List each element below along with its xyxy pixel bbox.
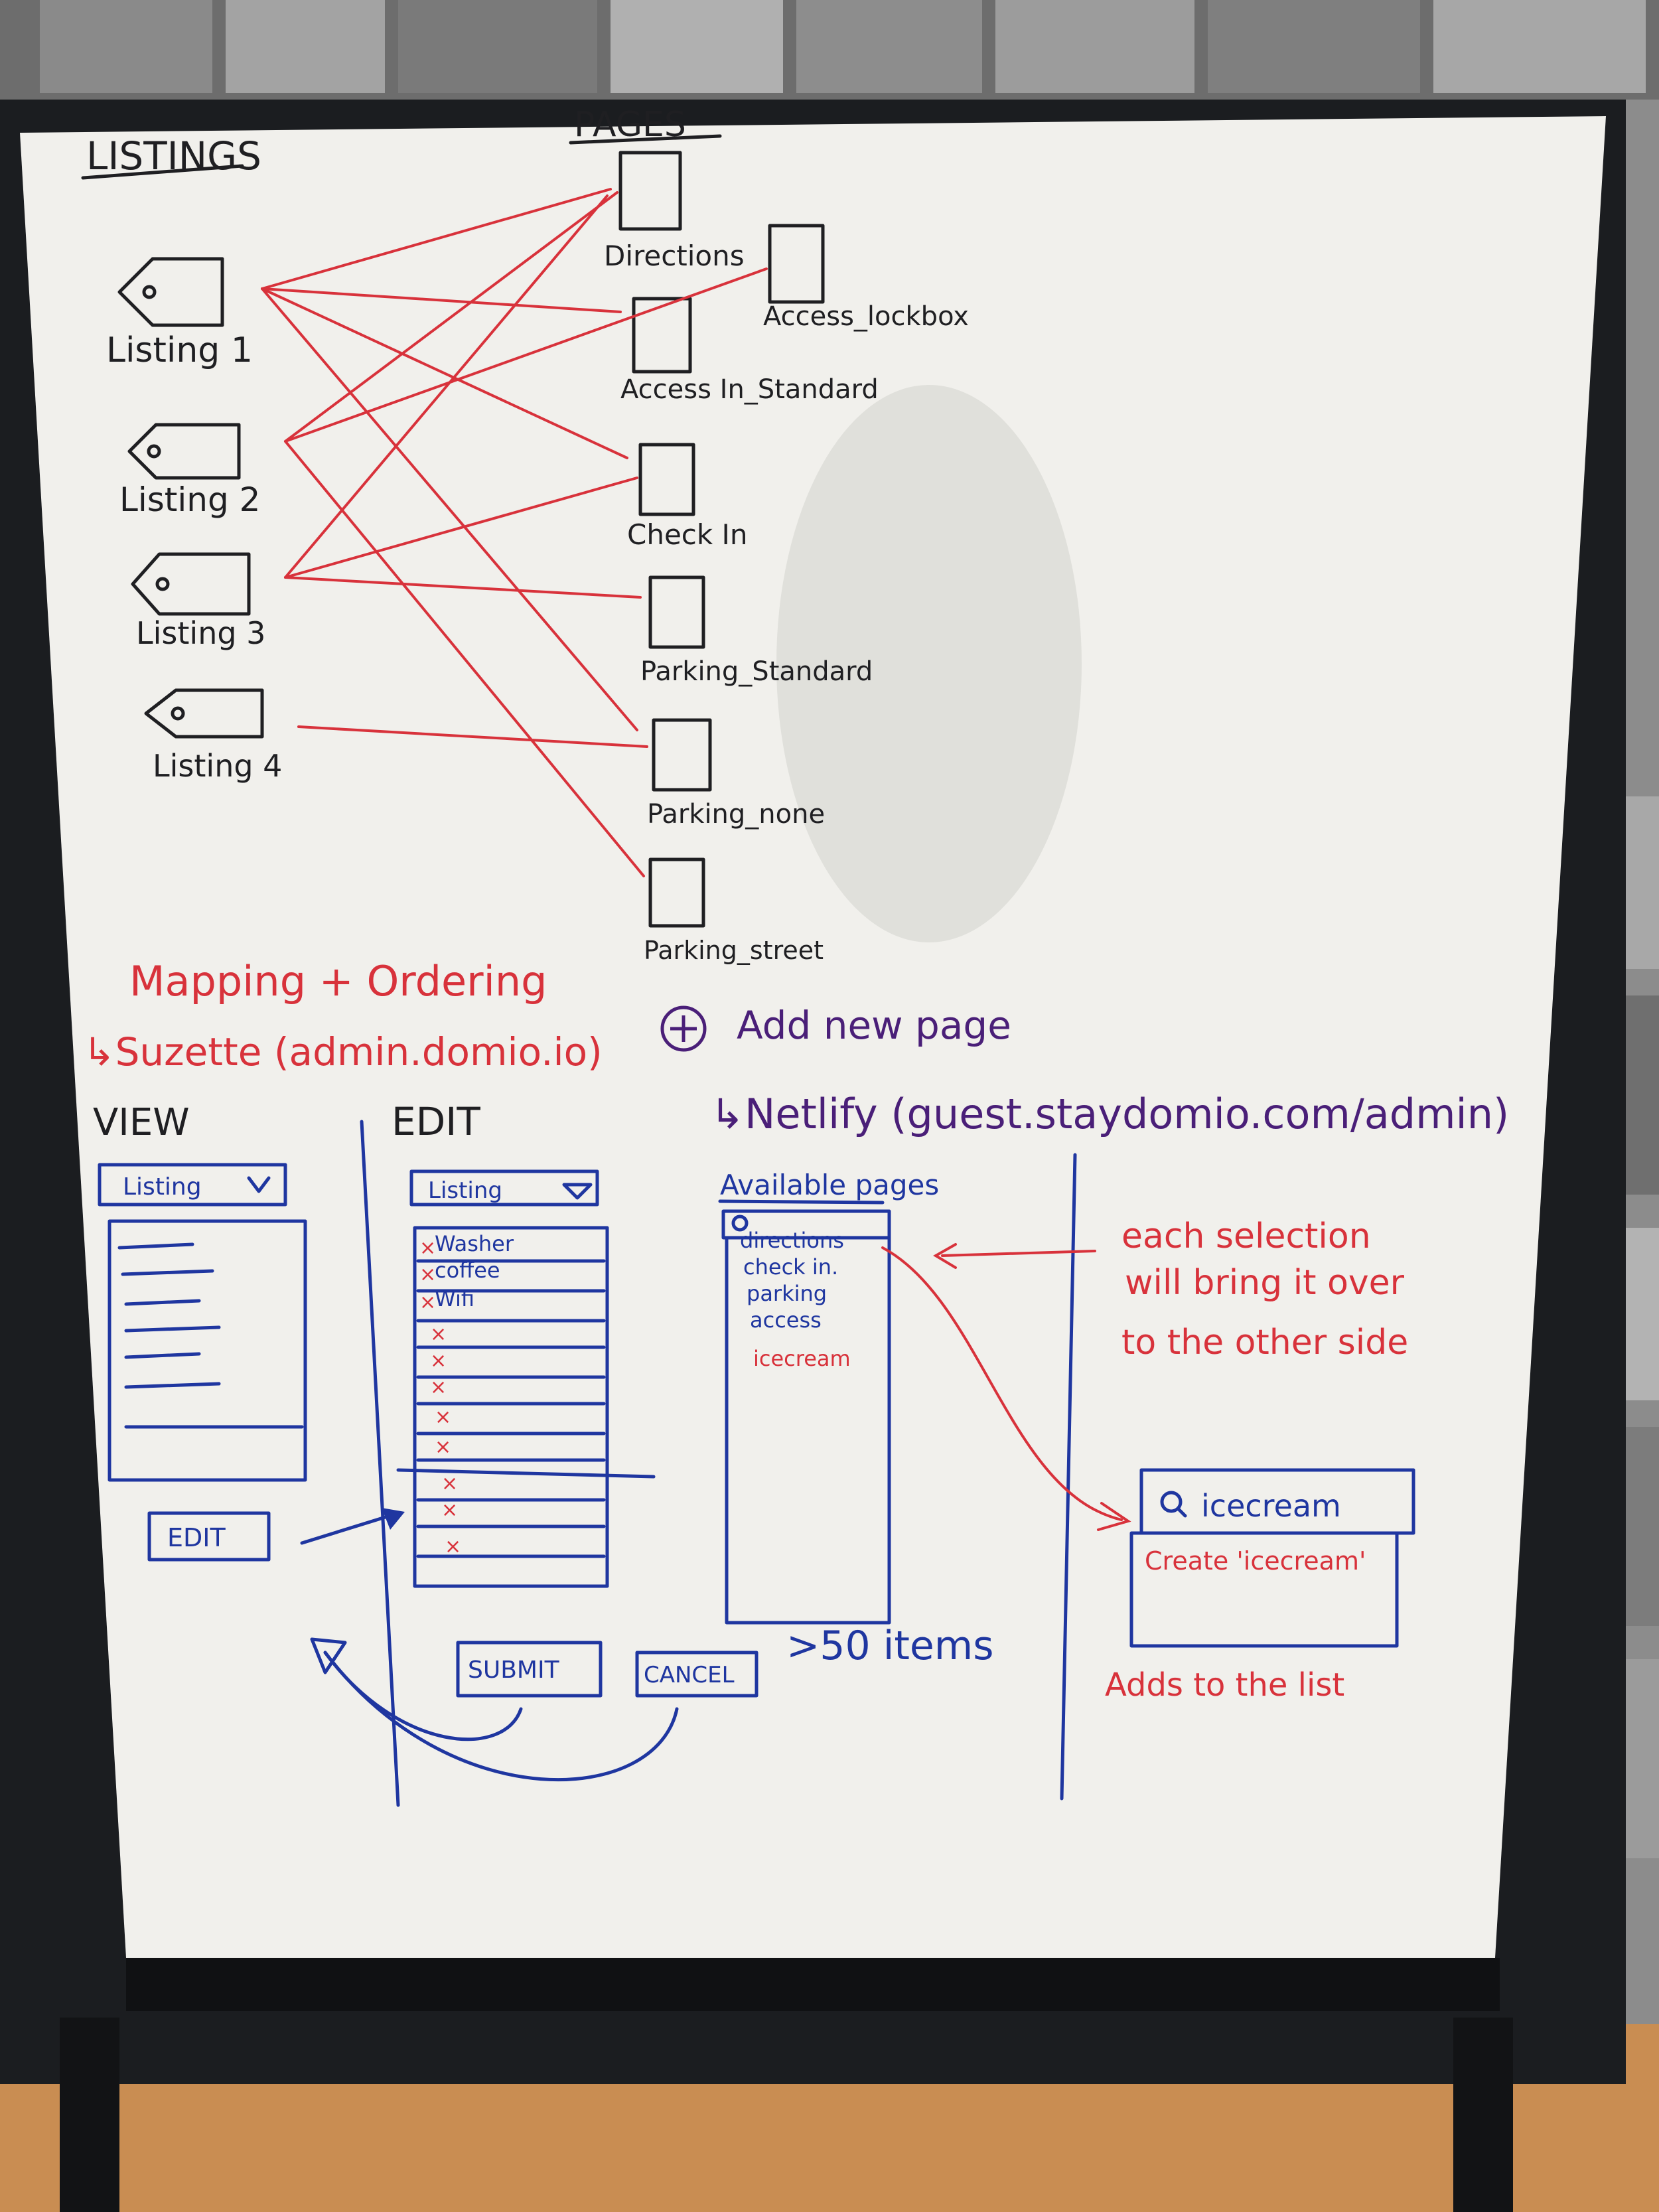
- arrow-to-edit: [300, 1511, 400, 1545]
- edit-mockup: Listing Washer coffee Wifi ××× ××× ××× ×…: [396, 1169, 656, 1588]
- svg-text:×: ×: [435, 1436, 451, 1459]
- page-card-directions: [618, 151, 682, 231]
- submit-button[interactable]: [456, 1641, 603, 1698]
- arrow-head-icon: [933, 1243, 957, 1269]
- note-line: will bring it over: [1125, 1263, 1405, 1303]
- page-card-parking-standard: [648, 575, 705, 649]
- available-heading: Available pages: [720, 1169, 939, 1201]
- svg-text:×: ×: [419, 1236, 436, 1260]
- note-arrow: [941, 1250, 1096, 1257]
- netlify-line: ↳Netlify (guest.staydomio.com/admin): [710, 1090, 1509, 1138]
- edit-list-box: [413, 1226, 609, 1588]
- page-label: Parking_none: [647, 799, 825, 830]
- view-heading: VIEW: [93, 1101, 190, 1144]
- available-item-highlight: icecream: [753, 1346, 851, 1371]
- return-arrow-head-icon: [310, 1637, 347, 1674]
- svg-text:×: ×: [441, 1499, 458, 1522]
- view-dropdown-label: Listing: [123, 1173, 202, 1201]
- edit-heading: EDIT: [392, 1099, 480, 1144]
- page-card-check-in: [638, 443, 695, 516]
- view-dropdown: [98, 1163, 287, 1207]
- page-label: Parking_Standard: [640, 656, 873, 687]
- create-option[interactable]: Create 'icecream': [1145, 1546, 1366, 1576]
- page-label: Access In_Standard: [620, 374, 879, 405]
- svg-text:×: ×: [435, 1406, 451, 1429]
- listing-tag-3: Listing 3: [131, 552, 265, 651]
- photo-strip: [40, 0, 1646, 93]
- listing-tag-1: Listing 1: [106, 257, 253, 370]
- view-list-box: [108, 1219, 307, 1482]
- note-line: to the other side: [1121, 1323, 1408, 1363]
- available-list: directions check in. parking access icec…: [721, 1209, 891, 1625]
- page-label: Parking_street: [644, 936, 824, 965]
- page-card-parking-none: [652, 718, 712, 792]
- page-label: Access_lockbox: [763, 301, 969, 332]
- add-page-row: Add new page: [660, 1003, 1011, 1052]
- view-edit-button[interactable]: [147, 1511, 271, 1562]
- available-item: check in.: [743, 1254, 838, 1280]
- submit-label: SUBMIT: [468, 1657, 560, 1684]
- mapping-subtitle: ↳Suzette (admin.domio.io): [83, 1029, 603, 1074]
- cancel-return-arrow: [323, 1651, 679, 1782]
- note-line: each selection: [1121, 1217, 1371, 1256]
- page-label: Check In: [627, 518, 748, 551]
- page-card-access-standard: [632, 297, 692, 374]
- edit-dropdown-label: Listing: [428, 1177, 502, 1204]
- view-edit-label: EDIT: [167, 1523, 226, 1552]
- dropdown-triangle-icon: [562, 1183, 593, 1200]
- add-page-label: Add new page: [737, 1003, 1011, 1048]
- listing-tag-4: Listing 4: [144, 688, 282, 784]
- cancel-label: CANCEL: [644, 1662, 735, 1688]
- listing-label: Listing 4: [153, 748, 282, 784]
- mapping-lines: [261, 188, 768, 877]
- view-mockup: Listing: [98, 1163, 307, 1482]
- adds-note: Adds to the list: [1105, 1666, 1344, 1704]
- search-dropdown: [1129, 1531, 1399, 1648]
- page-card-access-lockbox: [768, 224, 825, 304]
- arrow-head-icon: [382, 1508, 405, 1530]
- svg-text:×: ×: [441, 1472, 458, 1495]
- svg-text:×: ×: [445, 1535, 461, 1558]
- svg-text:×: ×: [430, 1323, 447, 1346]
- listing-tag-2: Listing 2: [119, 423, 260, 519]
- selection-arrow: [881, 1246, 1123, 1521]
- page-card-parking-street: [648, 857, 705, 928]
- page-label: Directions: [604, 240, 745, 272]
- available-item: parking: [747, 1281, 827, 1306]
- edit-dropdown: [409, 1169, 599, 1207]
- search-icon: [1160, 1491, 1183, 1513]
- search-box: icecream Create 'icecream': [1129, 1468, 1415, 1648]
- reflection-shadow: [776, 385, 1082, 942]
- search-value: icecream: [1201, 1488, 1341, 1524]
- search-icon: [731, 1215, 749, 1232]
- svg-text:×: ×: [419, 1291, 436, 1314]
- arrow-head-icon: [1097, 1502, 1131, 1531]
- divider-right: [1060, 1153, 1077, 1801]
- chevron-down-icon: [247, 1176, 271, 1193]
- svg-text:×: ×: [430, 1349, 447, 1372]
- cancel-button[interactable]: [635, 1651, 758, 1698]
- listing-label: Listing 2: [119, 480, 260, 519]
- listing-label: Listing 3: [136, 615, 265, 651]
- svg-text:×: ×: [430, 1376, 447, 1399]
- edit-row-label: Washer: [435, 1231, 514, 1256]
- listing-label: Listing 1: [106, 331, 253, 370]
- mapping-title: Mapping + Ordering: [129, 957, 547, 1005]
- available-item: directions: [740, 1228, 844, 1253]
- plus-circle-icon: [660, 1005, 707, 1052]
- items-count-note: >50 items: [786, 1623, 994, 1669]
- divider-view-edit: [360, 1120, 400, 1807]
- available-item: access: [750, 1307, 822, 1333]
- available-pages-box: [725, 1236, 891, 1625]
- svg-text:×: ×: [419, 1263, 436, 1286]
